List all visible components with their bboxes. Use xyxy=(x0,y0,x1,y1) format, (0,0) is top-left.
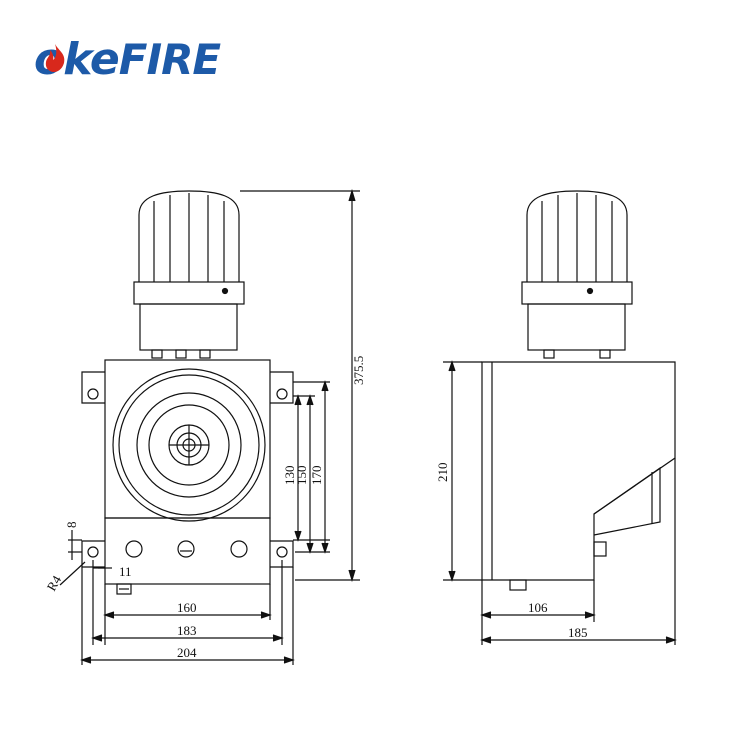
front-beacon-rim xyxy=(133,281,245,305)
dim-total-height: 375.5 xyxy=(351,356,366,385)
okefire-logo: okeFIRE xyxy=(34,30,221,88)
front-view xyxy=(81,190,294,595)
side-beacon-dome xyxy=(526,190,628,282)
side-cable-gland xyxy=(593,541,607,557)
speaker-outer xyxy=(112,368,266,522)
dim-8: 8 xyxy=(64,522,79,529)
side-beacon-base xyxy=(527,303,626,351)
dim-130: 130 xyxy=(282,466,297,486)
dim-11: 11 xyxy=(119,564,132,579)
control-knob-right xyxy=(230,540,248,558)
dim-204: 204 xyxy=(177,645,197,660)
dim-r4: R4 xyxy=(44,572,65,593)
mount-ear-top-right xyxy=(270,371,294,404)
dim-210: 210 xyxy=(435,463,450,483)
front-beacon-dome xyxy=(138,190,240,282)
front-vertical-dimensions xyxy=(240,188,360,583)
flame-icon xyxy=(45,44,65,72)
side-beacon-rim xyxy=(521,281,633,305)
mount-ear-top-left xyxy=(81,371,105,404)
front-horizontal-dimensions xyxy=(59,530,295,665)
logo-text-upper: FIRE xyxy=(118,35,221,84)
front-lower-box xyxy=(104,517,271,585)
side-bottom-gland xyxy=(509,579,527,591)
dim-183: 183 xyxy=(177,623,197,638)
side-dimensions xyxy=(443,360,677,645)
front-cable-gland xyxy=(116,583,132,595)
dim-106: 106 xyxy=(528,600,548,615)
front-beacon-base xyxy=(139,303,238,351)
dim-170: 170 xyxy=(309,466,324,486)
side-view xyxy=(481,190,676,591)
dim-185: 185 xyxy=(568,625,588,640)
control-knob-middle xyxy=(177,540,195,558)
dim-160: 160 xyxy=(177,600,197,615)
side-housing xyxy=(481,361,676,581)
dim-150: 150 xyxy=(294,466,309,486)
control-knob-left xyxy=(125,540,143,558)
side-horn xyxy=(593,466,661,536)
